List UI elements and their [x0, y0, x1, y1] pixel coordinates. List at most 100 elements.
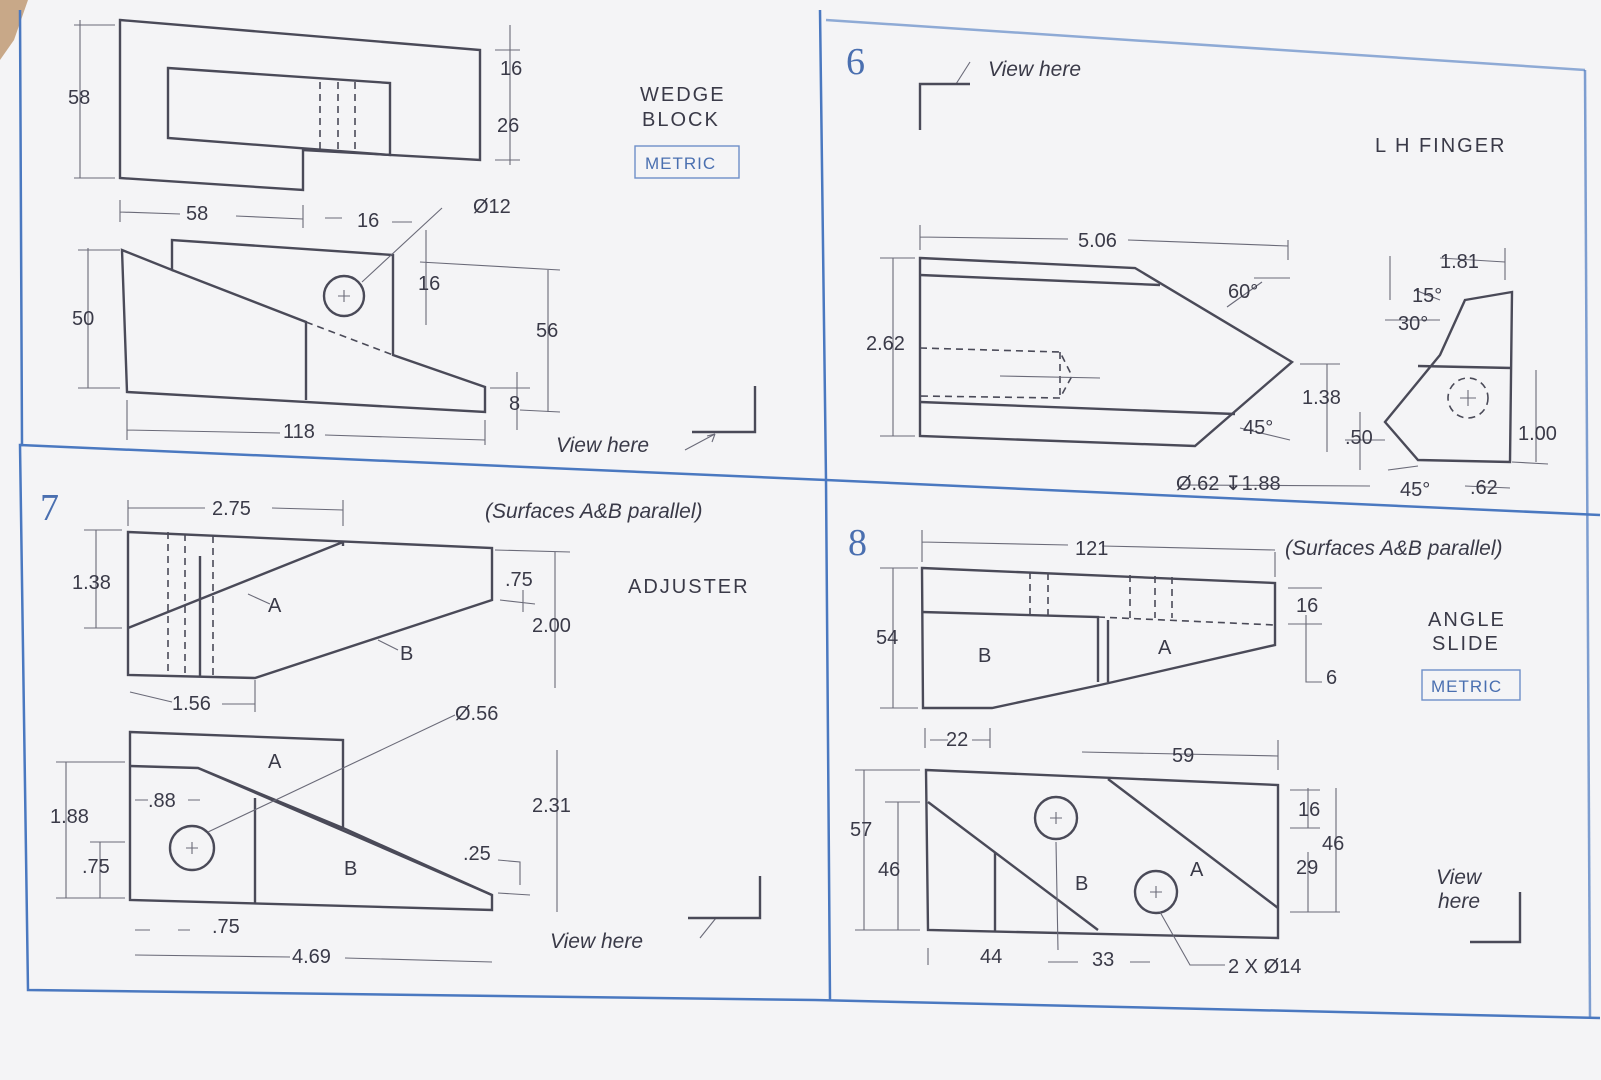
- angle-slide-label-a-top: A: [1190, 859, 1204, 881]
- adjuster-label-a-top: A: [268, 751, 282, 773]
- angle-slide-dim-holes: 2 X Ø14: [1228, 956, 1301, 978]
- angle-slide-metric-badge-frame: [1421, 669, 1521, 701]
- wedge-block-front-view: [78, 207, 561, 445]
- angle-slide-view-note-line1: View: [1436, 866, 1483, 889]
- lh-finger-dim-angle-15: 15°: [1412, 285, 1442, 307]
- adjuster-note: (Surfaces A&B parallel): [485, 500, 702, 523]
- adjuster-view-arrow: [699, 917, 717, 939]
- problem-6-number: 6: [846, 41, 865, 83]
- wedge-dim-height: 50: [72, 308, 94, 330]
- adjuster-label-a-front: A: [268, 595, 282, 617]
- adjuster-dim-top-length: 2.75: [212, 498, 251, 520]
- adjuster-top-view: [56, 714, 558, 963]
- angle-slide-view-note-line2: here: [1438, 890, 1480, 913]
- angle-slide-dim-height: 54: [876, 627, 898, 649]
- angle-slide-front-view: [880, 530, 1322, 748]
- wedge-view-arrow: [684, 433, 716, 451]
- wedge-view-here-note: View here: [556, 434, 649, 457]
- wedge-dim-base-height: 8: [509, 393, 520, 415]
- lh-finger-view-corner: [918, 82, 970, 130]
- angle-slide-dim-plan-top: 16: [1298, 799, 1320, 821]
- adjuster-view-corner: [688, 876, 762, 920]
- angle-slide-dim-plan-inner: 46: [878, 859, 900, 881]
- wedge-metric-badge-frame: [634, 145, 740, 179]
- wedge-dim-top-height: 58: [68, 87, 90, 109]
- angle-slide-dim-plan-x1: 44: [980, 946, 1002, 968]
- angle-slide-dim-length: 121: [1075, 538, 1108, 560]
- wedge-dim-length: 118: [283, 421, 315, 443]
- adjuster-dim-plan-tip: .25: [463, 843, 491, 865]
- lh-finger-dim-right-height: 1.38: [1302, 387, 1341, 409]
- angle-slide-label-a: A: [1158, 637, 1172, 659]
- angle-slide-label-b-top: B: [1075, 873, 1088, 895]
- angle-slide-dim-plan-height: 57: [850, 819, 872, 841]
- lh-finger-problem: 6 View here L H FINGER 5.06 60° 2.62 45°…: [846, 41, 1557, 501]
- lh-finger-dim-length: 5.06: [1078, 230, 1117, 252]
- angle-slide-note: (Surfaces A&B parallel): [1285, 537, 1502, 560]
- angle-slide-title-line1: ANGLE: [1428, 609, 1506, 631]
- lh-finger-dim-side-width: 1.81: [1440, 251, 1479, 273]
- wedge-dim-slot-width: 16: [357, 210, 379, 232]
- adjuster-dim-plan-right: 2.31: [532, 795, 571, 817]
- lh-finger-dim-angle-30: 30°: [1398, 313, 1428, 335]
- problem-7-number: 7: [40, 487, 59, 529]
- angle-slide-problem: 8 (Surfaces A&B parallel) ANGLE SLIDE ME…: [848, 522, 1522, 978]
- wedge-dim-right-height: 56: [536, 320, 558, 342]
- adjuster-dim-plan-height: 1.88: [50, 806, 89, 828]
- adjuster-label-b-front: B: [400, 643, 413, 665]
- lh-finger-dim-angle-top: 60°: [1228, 281, 1258, 303]
- angle-slide-metric-badge: METRIC: [1431, 677, 1502, 696]
- adjuster-problem: 7 (Surfaces A&B parallel) ADJUSTER 2.75 …: [40, 487, 762, 968]
- adjuster-dim-right-top: .75: [505, 569, 533, 591]
- wedge-block-title-line1: WEDGE: [640, 84, 726, 106]
- wedge-metric-badge: METRIC: [645, 154, 716, 173]
- angle-slide-dim-plan-right: 46: [1322, 833, 1344, 855]
- lh-finger-view-arrow: [955, 61, 971, 85]
- wedge-dim-left-width: 58: [186, 203, 208, 225]
- wedge-block-top-view: [74, 18, 520, 192]
- lh-finger-dim-side-height: 1.00: [1518, 423, 1557, 445]
- wedge-block-title-line2: BLOCK: [642, 109, 720, 131]
- lh-finger-front-view: [880, 225, 1371, 487]
- wedge-view-corner: [692, 386, 757, 434]
- adjuster-dim-plan-x: .75: [212, 916, 240, 938]
- angle-slide-dim-bottom-offset: 22: [946, 729, 968, 751]
- adjuster-front-view: [84, 500, 571, 712]
- angle-slide-top-view: [855, 740, 1340, 966]
- wedge-block-problem: 58 16 26 WEDGE BLOCK METRIC 58 16 Ø12 50…: [68, 18, 757, 457]
- lh-finger-title: L H FINGER: [1375, 135, 1507, 157]
- lh-finger-side-view: [1345, 248, 1549, 489]
- adjuster-title: ADJUSTER: [628, 576, 750, 598]
- lh-finger-dim-height: 2.62: [866, 333, 905, 355]
- adjuster-view-here-note: View here: [550, 930, 643, 953]
- angle-slide-dim-small-step: 6: [1326, 667, 1337, 689]
- wedge-dim-upper-gap: 16: [500, 58, 522, 80]
- adjuster-dim-hole: Ø.56: [455, 703, 498, 725]
- adjuster-dim-bottom-offset: 1.56: [172, 693, 211, 715]
- adjuster-dim-hole-y: .75: [82, 856, 110, 878]
- angle-slide-dim-right-width: 59: [1172, 745, 1194, 767]
- angle-slide-label-b: B: [978, 645, 991, 667]
- adjuster-label-b-top: B: [344, 858, 357, 880]
- adjuster-dim-hole-x: .88: [148, 790, 176, 812]
- angle-slide-dim-plan-lower: 29: [1296, 857, 1318, 879]
- adjuster-dim-left-height: 1.38: [72, 572, 111, 594]
- lh-finger-view-here-note: View here: [988, 58, 1081, 81]
- angle-slide-title-line2: SLIDE: [1432, 633, 1500, 655]
- frame-lines: [18, 9, 1601, 1020]
- lh-finger-dim-side-offset: .50: [1345, 427, 1373, 449]
- angle-slide-dim-top-step: 16: [1296, 595, 1318, 617]
- problem-8-number: 8: [848, 522, 867, 564]
- adjuster-dim-plan-length: 4.69: [292, 946, 331, 968]
- lh-finger-dim-angle-bottom: 45°: [1243, 417, 1273, 439]
- lh-finger-dim-side-angle: 45°: [1400, 479, 1430, 501]
- wedge-dim-hole: Ø12: [473, 196, 511, 218]
- angle-slide-view-corner: [1470, 892, 1522, 944]
- adjuster-dim-total-height: 2.00: [532, 615, 571, 637]
- lh-finger-dim-hole: Ø.62 ↧1.88: [1176, 473, 1281, 495]
- angle-slide-dim-plan-x2: 33: [1092, 949, 1114, 971]
- wedge-dim-slot-height: 26: [497, 115, 519, 137]
- lh-finger-dim-side-bottom: .62: [1470, 477, 1498, 499]
